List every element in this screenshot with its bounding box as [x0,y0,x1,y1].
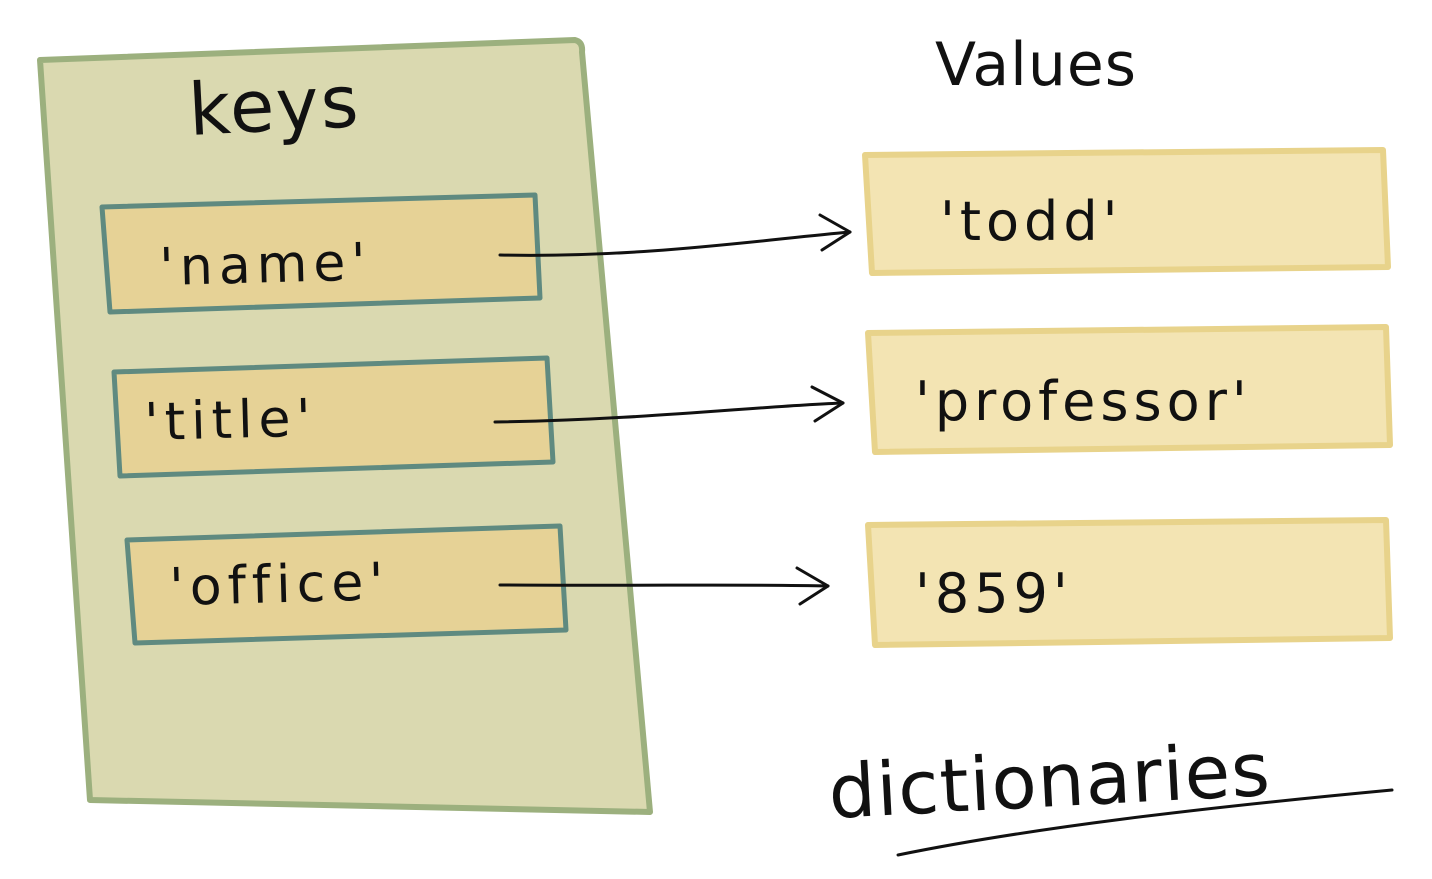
value-label-professor: 'professor' [915,370,1252,433]
values-title: Values [935,30,1137,100]
key-label-office: 'office' [169,552,391,618]
value-label-859: '859' [915,562,1073,625]
caption-underline [896,788,1394,857]
key-box-name [99,192,543,315]
value-label-todd: 'todd' [940,190,1122,253]
key-box-office [124,523,569,646]
caption-dictionaries: dictionaries [826,727,1272,836]
arrow-name-to-todd [498,213,852,257]
key-box-title [111,355,556,479]
value-box-todd [862,147,1391,276]
value-box-professor [865,324,1393,455]
key-label-title: 'title' [144,389,318,453]
value-box-859 [865,517,1393,648]
keys-title: keys [186,59,362,152]
arrow-title-to-professor [493,385,845,424]
arrow-office-to-859 [498,566,830,606]
key-label-name: 'name' [159,232,373,298]
